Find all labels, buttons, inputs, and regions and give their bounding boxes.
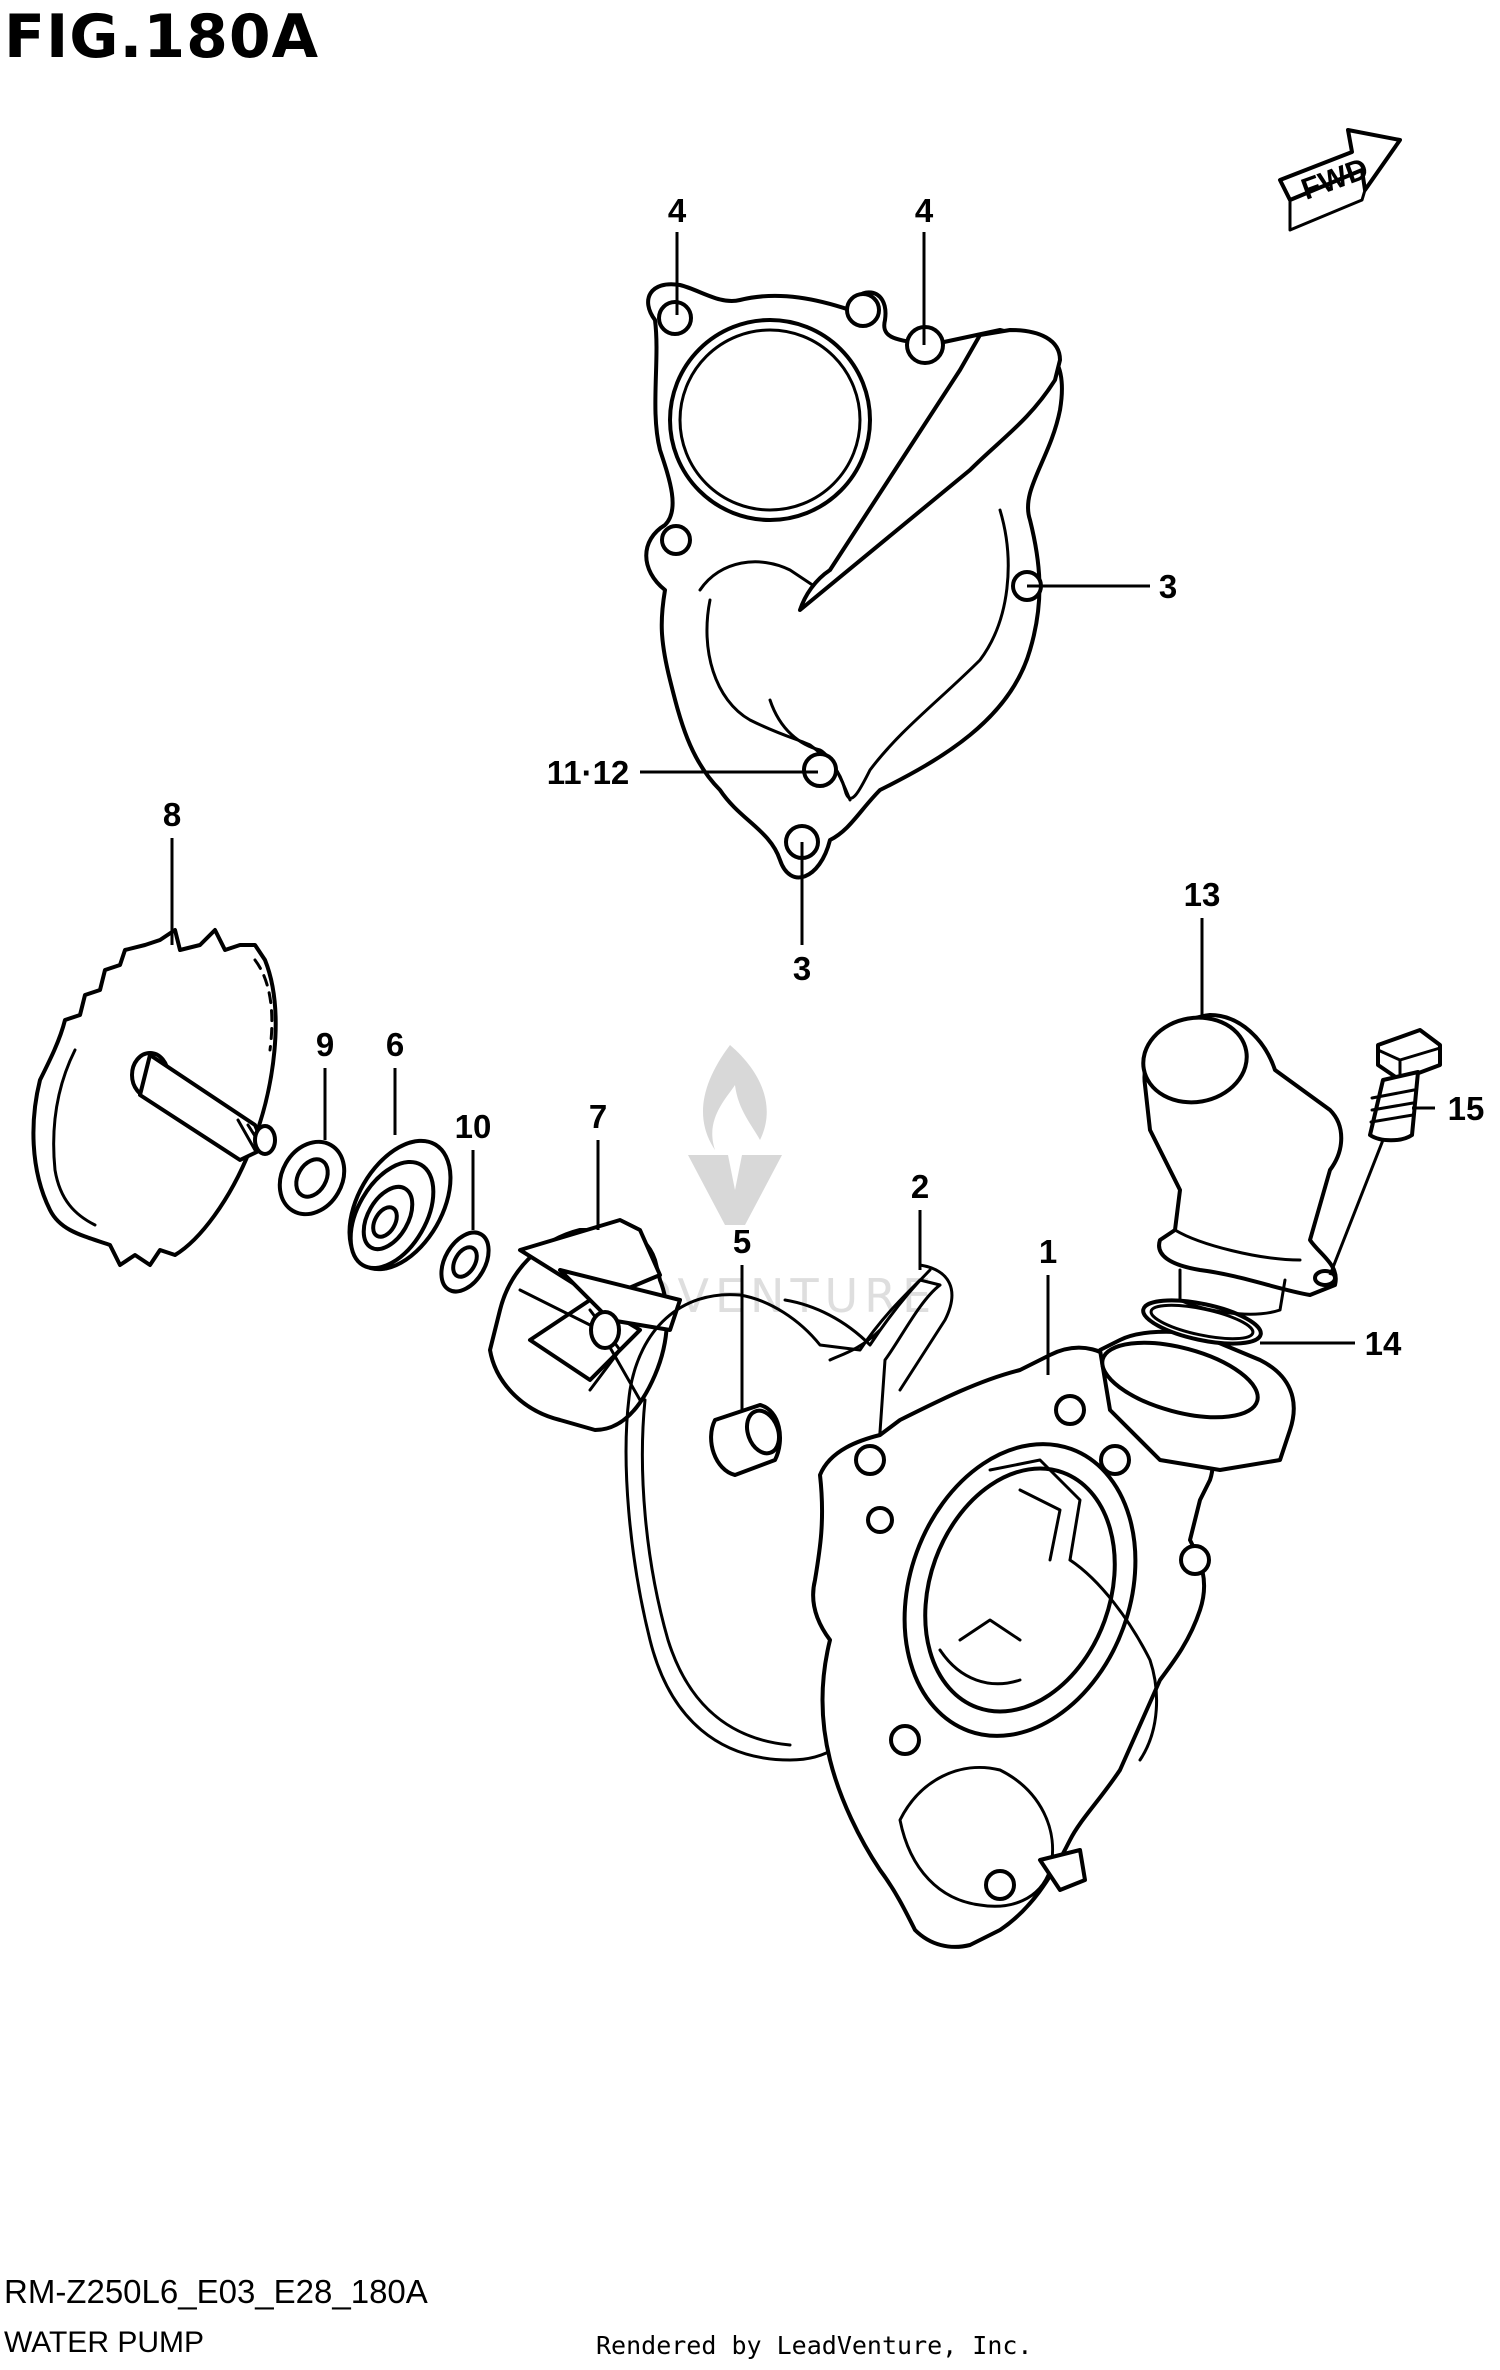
callout-3-lower: 3	[793, 950, 811, 987]
oil-seal	[439, 1230, 491, 1294]
washer	[277, 1139, 347, 1217]
impeller	[488, 1218, 682, 1432]
flame-icon	[703, 1045, 767, 1150]
diagram-code: RM-Z250L6_E03_E28_180A	[4, 2273, 428, 2310]
callout-15: 15	[1448, 1090, 1485, 1127]
render-credit: Rendered by LeadVenture, Inc.	[596, 2331, 1033, 2360]
leader-lines	[170, 232, 1435, 1410]
callout-13: 13	[1184, 876, 1221, 913]
watermark-v-icon	[688, 1155, 782, 1225]
callout-6: 6	[386, 1026, 404, 1063]
fwd-arrow-icon: FWD	[1278, 128, 1402, 232]
diagram-name: WATER PUMP	[4, 2326, 204, 2359]
callout-9: 9	[316, 1026, 334, 1063]
callout-11-12: 11·12	[547, 754, 630, 791]
callouts: 4 4 3 11·12 3 8 9 6 10 7 5 2 1 13 15 14	[163, 192, 1485, 1362]
callout-4-right: 4	[915, 192, 934, 229]
bolt	[1368, 1028, 1442, 1143]
callout-5: 5	[733, 1223, 751, 1260]
callout-8: 8	[163, 796, 181, 833]
dowel-pin	[709, 1403, 782, 1477]
callout-3-upper: 3	[1159, 568, 1177, 605]
mechanical-seal	[347, 1138, 453, 1272]
callout-14: 14	[1365, 1325, 1402, 1362]
callout-2: 2	[911, 1168, 929, 1205]
callout-4-left: 4	[668, 192, 687, 229]
water-outlet-pipe	[1141, 1013, 1344, 1316]
figure-title: FIG.180A	[4, 2, 320, 72]
pump-drive-gear	[31, 928, 278, 1267]
callout-7: 7	[589, 1098, 607, 1135]
water-pump-case	[811, 1329, 1296, 1949]
water-pump-cover	[644, 282, 1064, 880]
callout-1: 1	[1039, 1233, 1057, 1270]
callout-10: 10	[455, 1108, 492, 1145]
